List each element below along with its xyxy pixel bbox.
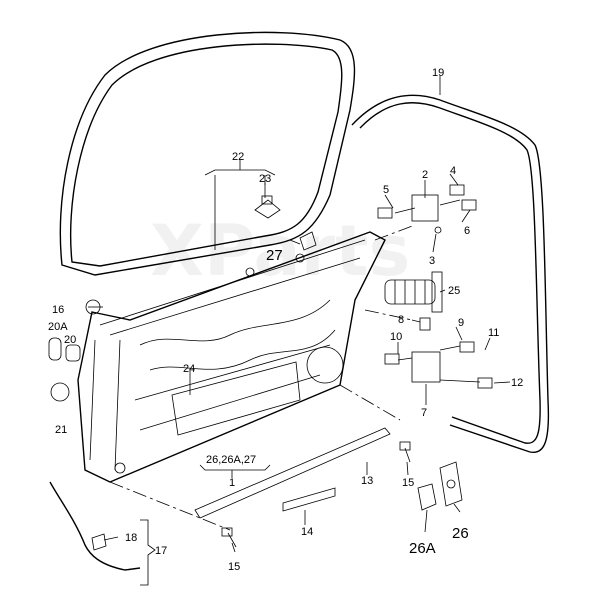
callout-19: 19 (432, 67, 444, 79)
callout-7: 7 (421, 407, 427, 419)
callout-20a: 20A (48, 321, 68, 333)
leader-dashed-1 (109, 481, 231, 531)
door-frame-seal (59, 31, 356, 276)
callout-2: 2 (422, 169, 428, 181)
bracket-17 (140, 519, 156, 586)
callout-18: 18 (125, 532, 137, 544)
callout-27: 27 (266, 247, 283, 264)
callout-21: 21 (55, 424, 67, 436)
clip-23 (254, 195, 281, 219)
callout-25: 25 (448, 285, 460, 297)
callout-3: 3 (429, 255, 435, 267)
plug-20 (65, 344, 81, 362)
callout-13: 13 (361, 475, 373, 487)
callout-1: 1 (229, 477, 235, 489)
callout-15-lower: 15 (228, 561, 240, 573)
cap-21 (50, 382, 70, 402)
callout-10: 10 (390, 331, 402, 343)
latch-26 (439, 461, 463, 507)
watermark: XParts (150, 210, 410, 292)
plug-20a (48, 337, 62, 361)
bracket-27 (299, 231, 317, 251)
screw-15-upper (399, 441, 411, 463)
bracket-26-group (199, 464, 271, 478)
callout-26-group: 26,26A,27 (206, 454, 256, 466)
callout-24: 24 (183, 363, 195, 375)
callout-17: 17 (155, 545, 167, 557)
door-opening-seal (351, 94, 550, 454)
callout-26a: 26A (409, 540, 436, 557)
callout-16: 16 (52, 304, 64, 316)
callout-22: 22 (232, 151, 244, 163)
callout-20: 20 (64, 334, 76, 346)
callout-23: 23 (259, 173, 271, 185)
insulation-panel (171, 361, 301, 436)
callout-9: 9 (458, 317, 464, 329)
bracket-22 (204, 160, 276, 176)
callout-5: 5 (383, 184, 389, 196)
screw-15-lower (221, 527, 237, 548)
lower-hinge (384, 317, 493, 389)
cable-17 (49, 481, 141, 571)
callout-26: 26 (452, 525, 469, 542)
leader-dashed-3 (364, 309, 413, 321)
door-check-strap (384, 271, 443, 313)
callout-4: 4 (450, 165, 456, 177)
callout-8: 8 (398, 314, 404, 326)
leader-dashed-2 (339, 384, 401, 421)
sill-strip (282, 487, 336, 512)
callout-12: 12 (511, 377, 523, 389)
callout-14: 14 (301, 526, 313, 538)
latch-26a (417, 483, 437, 511)
leader-dashed-4 (374, 224, 416, 241)
callout-15-upper: 15 (402, 477, 414, 489)
callout-6: 6 (464, 225, 470, 237)
callout-11: 11 (488, 327, 499, 339)
sill-trim (194, 427, 391, 519)
door-body (77, 231, 386, 483)
